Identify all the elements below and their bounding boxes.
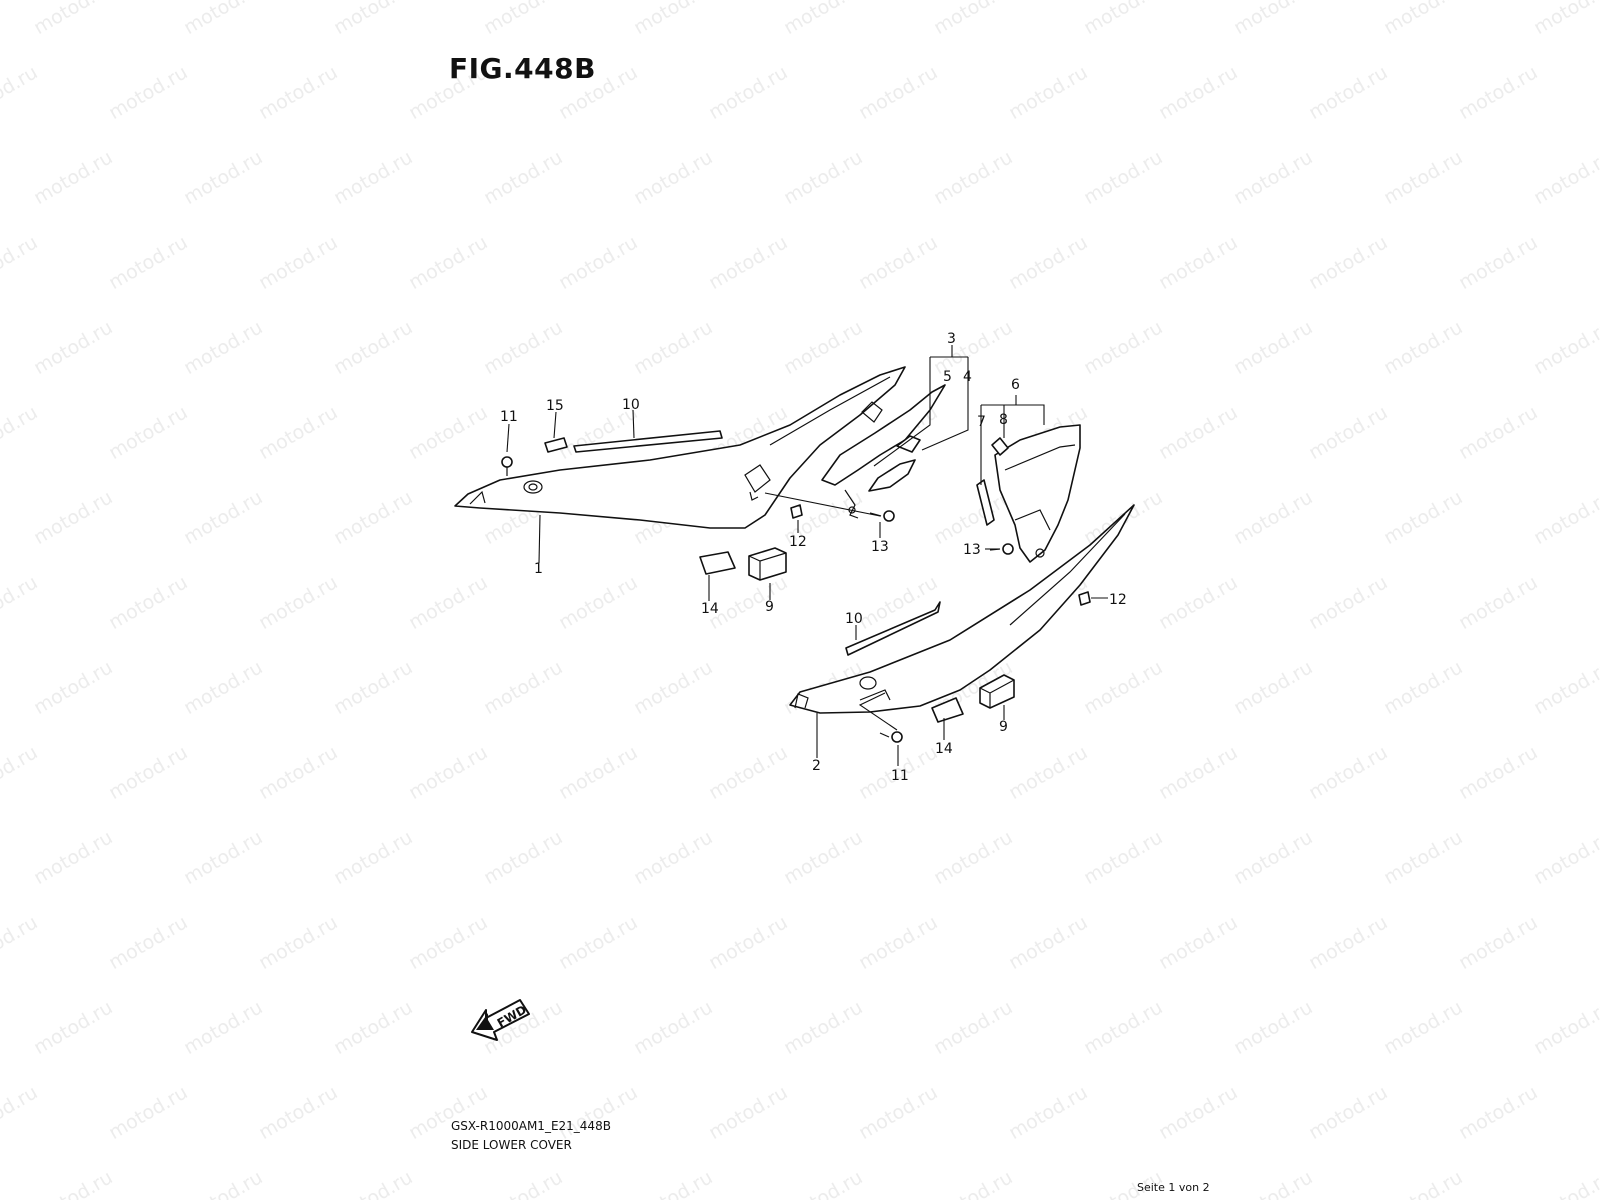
strip-part[interactable] <box>573 430 723 453</box>
callout-13-lower: 13 <box>963 542 981 558</box>
callout-14-lower: 14 <box>935 741 953 757</box>
callout-5: 5 <box>943 369 952 385</box>
callout-15: 15 <box>546 398 564 414</box>
callout-7: 7 <box>977 414 986 430</box>
callout-2: 2 <box>812 758 821 774</box>
callout-10-upper: 10 <box>622 397 640 413</box>
callout-4: 4 <box>963 369 972 385</box>
callout-9-lower: 9 <box>999 719 1008 735</box>
forward-arrow-icon: FWD <box>471 999 530 1041</box>
model-code: GSX-R1000AM1_E21_448B <box>451 1119 611 1133</box>
callout-6: 6 <box>1011 377 1020 393</box>
clip-part[interactable] <box>790 504 803 519</box>
callout-11-lower: 11 <box>891 768 909 784</box>
cushion-block-part[interactable] <box>979 674 1015 709</box>
callout-12-upper: 12 <box>789 534 807 550</box>
screw-part[interactable] <box>501 456 513 476</box>
cushion-block-part[interactable] <box>748 547 787 581</box>
cushion-part[interactable] <box>544 437 568 453</box>
clip-part[interactable] <box>1078 591 1091 606</box>
bracket-assembly-part[interactable] <box>821 384 946 519</box>
callout-3: 3 <box>947 331 956 347</box>
pad-part[interactable] <box>931 697 964 723</box>
figure-title: FIG.448B <box>449 52 596 85</box>
callout-1: 1 <box>534 561 543 577</box>
strip-part[interactable] <box>845 601 941 656</box>
callout-8: 8 <box>999 412 1008 428</box>
callout-10-lower: 10 <box>845 611 863 627</box>
callout-9-upper: 9 <box>765 599 774 615</box>
callout-11-upper: 11 <box>500 409 518 425</box>
leader-lines <box>506 345 1108 766</box>
pad-part[interactable] <box>699 551 736 575</box>
callout-12-lower: 12 <box>1109 592 1127 608</box>
callout-13-upper: 13 <box>871 539 889 555</box>
screw-part[interactable] <box>879 731 903 743</box>
side-cover-right-part[interactable] <box>789 504 1135 714</box>
callout-14-upper: 14 <box>701 601 719 617</box>
page-indicator: Seite 1 von 2 <box>1137 1181 1210 1194</box>
bolt-part[interactable] <box>869 510 895 522</box>
cover-plate-assembly-part[interactable] <box>976 424 1081 563</box>
section-name: SIDE LOWER COVER <box>451 1138 572 1152</box>
side-cover-left-part[interactable] <box>454 366 906 529</box>
